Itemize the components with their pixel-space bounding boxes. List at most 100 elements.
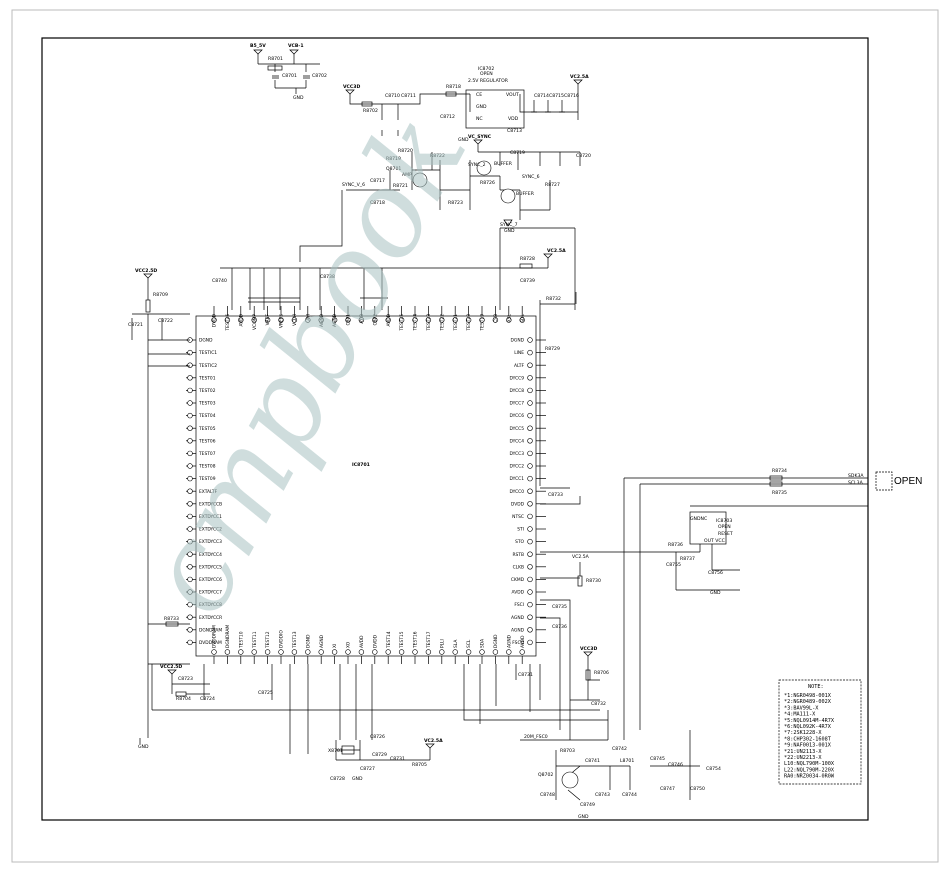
note-line: *8:CHP302-1608T <box>784 736 831 742</box>
svg-text:GNDNC: GNDNC <box>690 516 707 522</box>
pin-label: AVDD <box>520 635 526 648</box>
pin-marker <box>331 317 338 323</box>
pin-label: EXTDYCC2 <box>199 527 222 533</box>
pin-label: TEST12 <box>265 631 271 649</box>
pin-label: LINE <box>514 350 524 356</box>
pin-label: DGNDRAM <box>225 625 231 648</box>
note-line: *1:NGR0498-001X <box>784 693 832 699</box>
pin-marker <box>291 649 298 655</box>
pin-label: TEST09 <box>198 476 216 482</box>
pin-label: TEST14 <box>386 631 392 649</box>
pin-marker <box>305 649 311 655</box>
svg-text:C8724: C8724 <box>200 696 215 702</box>
pin-marker <box>187 564 193 570</box>
svg-text:C8702: C8702 <box>312 73 327 79</box>
svg-text:R8736: R8736 <box>668 542 683 548</box>
pin-marker <box>358 317 365 323</box>
svg-text:Q8702: Q8702 <box>538 772 553 778</box>
pin-label: VREF <box>265 314 271 326</box>
svg-text:C8744: C8744 <box>622 792 637 798</box>
pin-label: TEST06 <box>198 438 216 444</box>
pin-marker <box>385 317 391 323</box>
svg-text:OPEN: OPEN <box>718 524 731 530</box>
pin-marker <box>527 627 533 633</box>
pin-marker <box>519 317 525 323</box>
reset-section: IC8703 OPEN RESET GNDNC OUT VCC R8736 R8… <box>540 505 868 596</box>
clock-section: 20M_FSC0 R8703 Q8702 C8741 C8742 L8701 C… <box>520 710 721 820</box>
pin-label: SDL <box>520 313 526 322</box>
svg-text:C8732: C8732 <box>591 701 606 707</box>
svg-text:C8731: C8731 <box>390 756 405 762</box>
pin-marker <box>465 649 472 655</box>
note-title: NOTE: <box>808 684 824 690</box>
svg-text:IC8702: IC8702 <box>478 66 494 72</box>
pin-marker <box>527 601 533 608</box>
pin-marker <box>264 649 271 655</box>
pin-marker <box>527 526 533 532</box>
pin-marker <box>187 501 193 507</box>
svg-text:R8720: R8720 <box>398 148 413 154</box>
pin-label: DVDD <box>212 313 218 327</box>
pin-label: EXTDYCCR <box>199 615 222 621</box>
svg-text:R8703: R8703 <box>560 748 575 754</box>
pin-marker <box>345 317 351 323</box>
svg-text:C8731: C8731 <box>518 672 533 678</box>
svg-text:GND: GND <box>578 814 589 820</box>
pin-label: DVDD <box>511 501 525 507</box>
pin-label: STO <box>515 539 524 545</box>
pin-label: DYCC5 <box>509 426 524 432</box>
pin-label: DGND <box>305 634 311 648</box>
pin-marker <box>187 538 193 545</box>
pin-marker <box>211 317 217 323</box>
pin-label: TEST23 <box>426 314 432 332</box>
pin-marker <box>331 649 338 655</box>
svg-text:GND: GND <box>293 95 304 101</box>
svg-text:BUFFER: BUFFER <box>516 191 535 197</box>
pin-label: AYIB <box>359 314 365 324</box>
pin-label: AVDD <box>238 313 244 326</box>
pin-label: DYCC8 <box>509 388 524 394</box>
pin-marker <box>465 317 472 323</box>
svg-text:20M_FSC0: 20M_FSC0 <box>524 734 548 740</box>
pin-marker <box>398 317 405 323</box>
pin-label: TESTIC1 <box>198 350 217 356</box>
pin-marker <box>398 649 405 655</box>
svg-text:R8730: R8730 <box>586 578 601 584</box>
pin-marker <box>291 317 298 323</box>
pin-marker <box>187 627 193 633</box>
pin-marker <box>527 589 533 595</box>
pin-label: TEST15 <box>399 631 405 649</box>
pin-marker <box>305 317 311 323</box>
transistor-amp <box>412 172 428 188</box>
svg-text:BUFFER: BUFFER <box>494 161 513 167</box>
pin-label: TEST16 <box>413 631 419 649</box>
pin-marker <box>439 317 445 323</box>
pin-marker <box>238 649 244 655</box>
note-line: *3:BAV99L-X <box>784 705 819 711</box>
pin-label: AGND <box>319 313 325 327</box>
pin-marker <box>318 649 324 655</box>
svg-text:R8723: R8723 <box>448 200 463 206</box>
svg-text:C8701: C8701 <box>282 73 297 79</box>
pin-label: TEST25 <box>399 314 405 332</box>
main-ic: IC8701 DGNDTESTIC1TESTIC2TEST01TEST02TES… <box>186 306 546 664</box>
svg-text:R8701: R8701 <box>268 56 283 62</box>
pin-label: DVDDRAM <box>199 640 222 646</box>
pin-label: DGND <box>493 634 499 648</box>
pin-label: DYCC1 <box>509 476 524 482</box>
svg-text:GND: GND <box>138 744 149 750</box>
reset-ic <box>689 511 727 545</box>
pin-marker <box>527 551 533 557</box>
note-line: *5:NQL0914M-4R7X <box>784 718 835 724</box>
pin-marker <box>527 387 533 394</box>
svg-text:C8715: C8715 <box>549 93 564 99</box>
svg-text:C8740: C8740 <box>212 278 227 284</box>
pin-marker <box>187 412 193 419</box>
pin-label: FSCO <box>512 640 524 646</box>
top-decoupling-section: VC2.5A C8740 C8738 C8739 R8728 R8732 <box>212 248 577 310</box>
pin-marker <box>187 463 193 469</box>
pin-label: TEST10 <box>238 631 244 649</box>
crystal-x8701 <box>341 745 355 755</box>
pin-label: PLLI <box>439 639 445 648</box>
